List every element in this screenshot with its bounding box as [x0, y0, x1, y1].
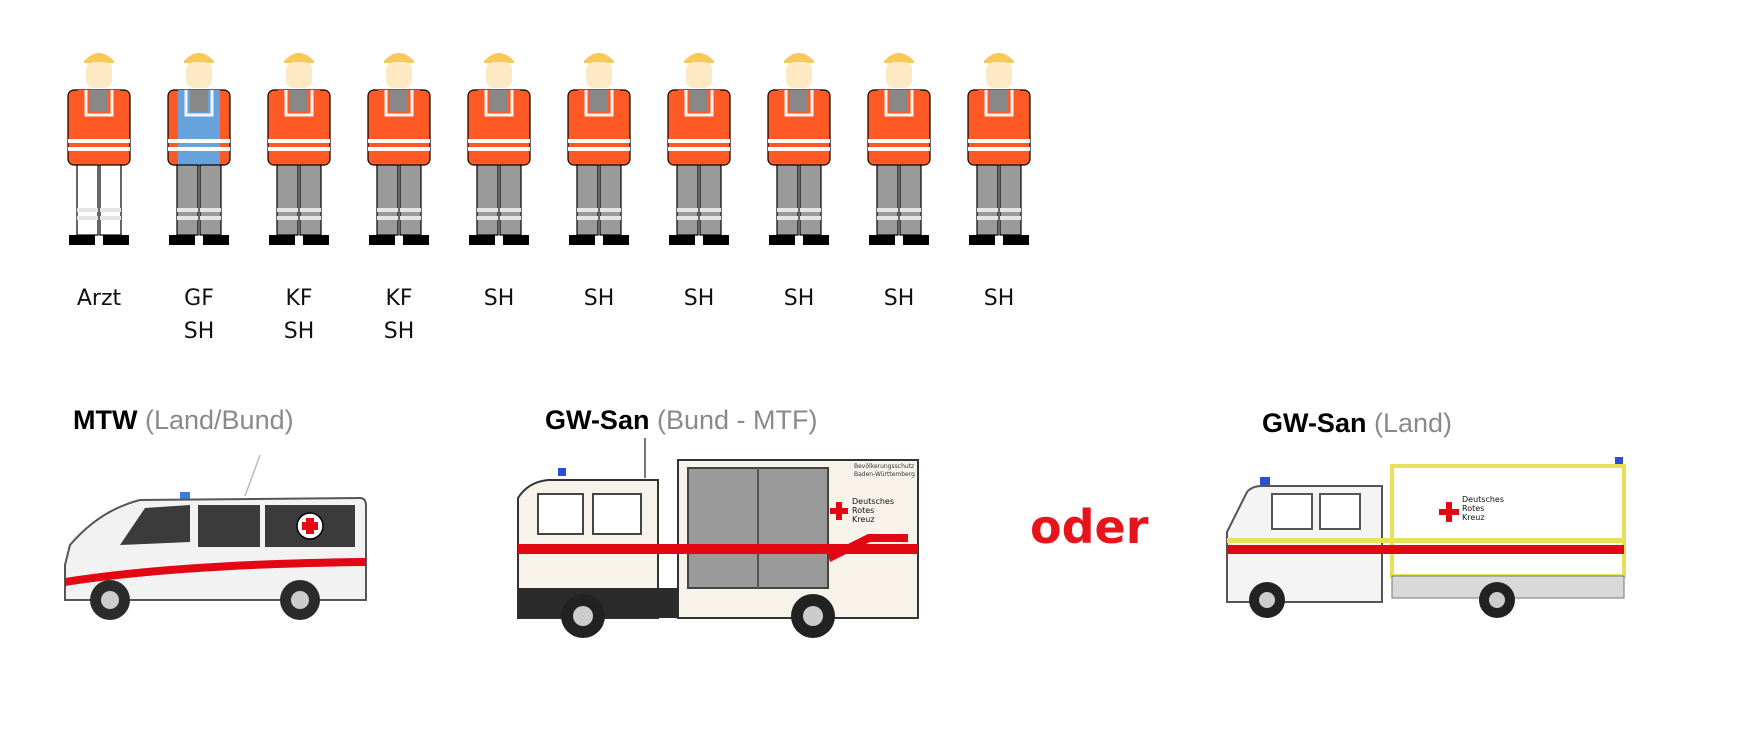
gwsan-land-name: GW-San: [1262, 408, 1367, 438]
person-figure: [67, 53, 131, 245]
oder-connector: oder: [1030, 500, 1149, 554]
mtw-detail: (Land/Bund): [144, 405, 294, 435]
role-label: KF SH: [259, 282, 339, 348]
role-label-line: SH: [883, 286, 915, 311]
gwsan-bund-name: GW-San: [545, 405, 650, 435]
person-figure: [967, 53, 1031, 245]
role-label-line: SH: [783, 286, 815, 311]
person-figure: [767, 53, 831, 245]
gwsan-bund-label: GW-San (Bund - MTF): [545, 405, 818, 436]
role-label: GF SH: [159, 282, 239, 348]
gwsan-land-detail: (Land): [1373, 408, 1453, 438]
gwsan-bund-body-text-1: Bevölkerungsschutz: [854, 463, 914, 470]
gwsan-bund-body-text-2: Baden-Württemberg: [854, 471, 915, 478]
role-label-line: SH: [183, 319, 215, 344]
gwsan-bund-truck-image: Bevölkerungsschutz Baden-Württemberg Deu…: [517, 438, 919, 638]
mtw-van-image: [64, 454, 367, 620]
person-figure: [567, 53, 631, 245]
gwsan-land-body-text-2: Rotes: [1462, 504, 1484, 513]
role-label-line: SH: [583, 286, 615, 311]
role-label: SH: [959, 282, 1039, 315]
person-figure: [867, 53, 931, 245]
role-label-line: KF: [285, 286, 313, 311]
role-label: SH: [659, 282, 739, 315]
gwsan-bund-detail: (Bund - MTF): [656, 405, 818, 435]
role-label-line: SH: [383, 319, 415, 344]
mtw-label: MTW (Land/Bund): [73, 405, 294, 436]
person-figure: [467, 53, 531, 245]
gwsan-land-body-text-1: Deutsches: [1462, 495, 1504, 504]
role-label: SH: [559, 282, 639, 315]
gwsan-land-truck-image: Deutsches Rotes Kreuz: [1226, 457, 1626, 618]
person-figure: [167, 53, 231, 245]
role-label: SH: [859, 282, 939, 315]
role-label-line: SH: [283, 319, 315, 344]
gwsan-bund-body-text-4: Rotes: [852, 506, 874, 515]
role-label-line: SH: [983, 286, 1015, 311]
role-label-line: GF: [184, 286, 214, 311]
role-label: Arzt: [59, 282, 139, 315]
person-figure: [267, 53, 331, 245]
mtw-name: MTW: [73, 405, 138, 435]
role-label: SH: [759, 282, 839, 315]
person-figure: [667, 53, 731, 245]
gwsan-bund-body-text-3: Deutsches: [852, 497, 894, 506]
gwsan-bund-body-text-5: Kreuz: [852, 515, 875, 524]
person-figure: [367, 53, 431, 245]
role-label-line: SH: [483, 286, 515, 311]
role-label-line: KF: [385, 286, 413, 311]
role-label: SH: [459, 282, 539, 315]
gwsan-land-body-text-3: Kreuz: [1462, 513, 1485, 522]
gwsan-land-label: GW-San (Land): [1262, 408, 1452, 439]
role-label: KF SH: [359, 282, 439, 348]
role-label-line: SH: [683, 286, 715, 311]
role-label-line: Arzt: [76, 286, 122, 311]
